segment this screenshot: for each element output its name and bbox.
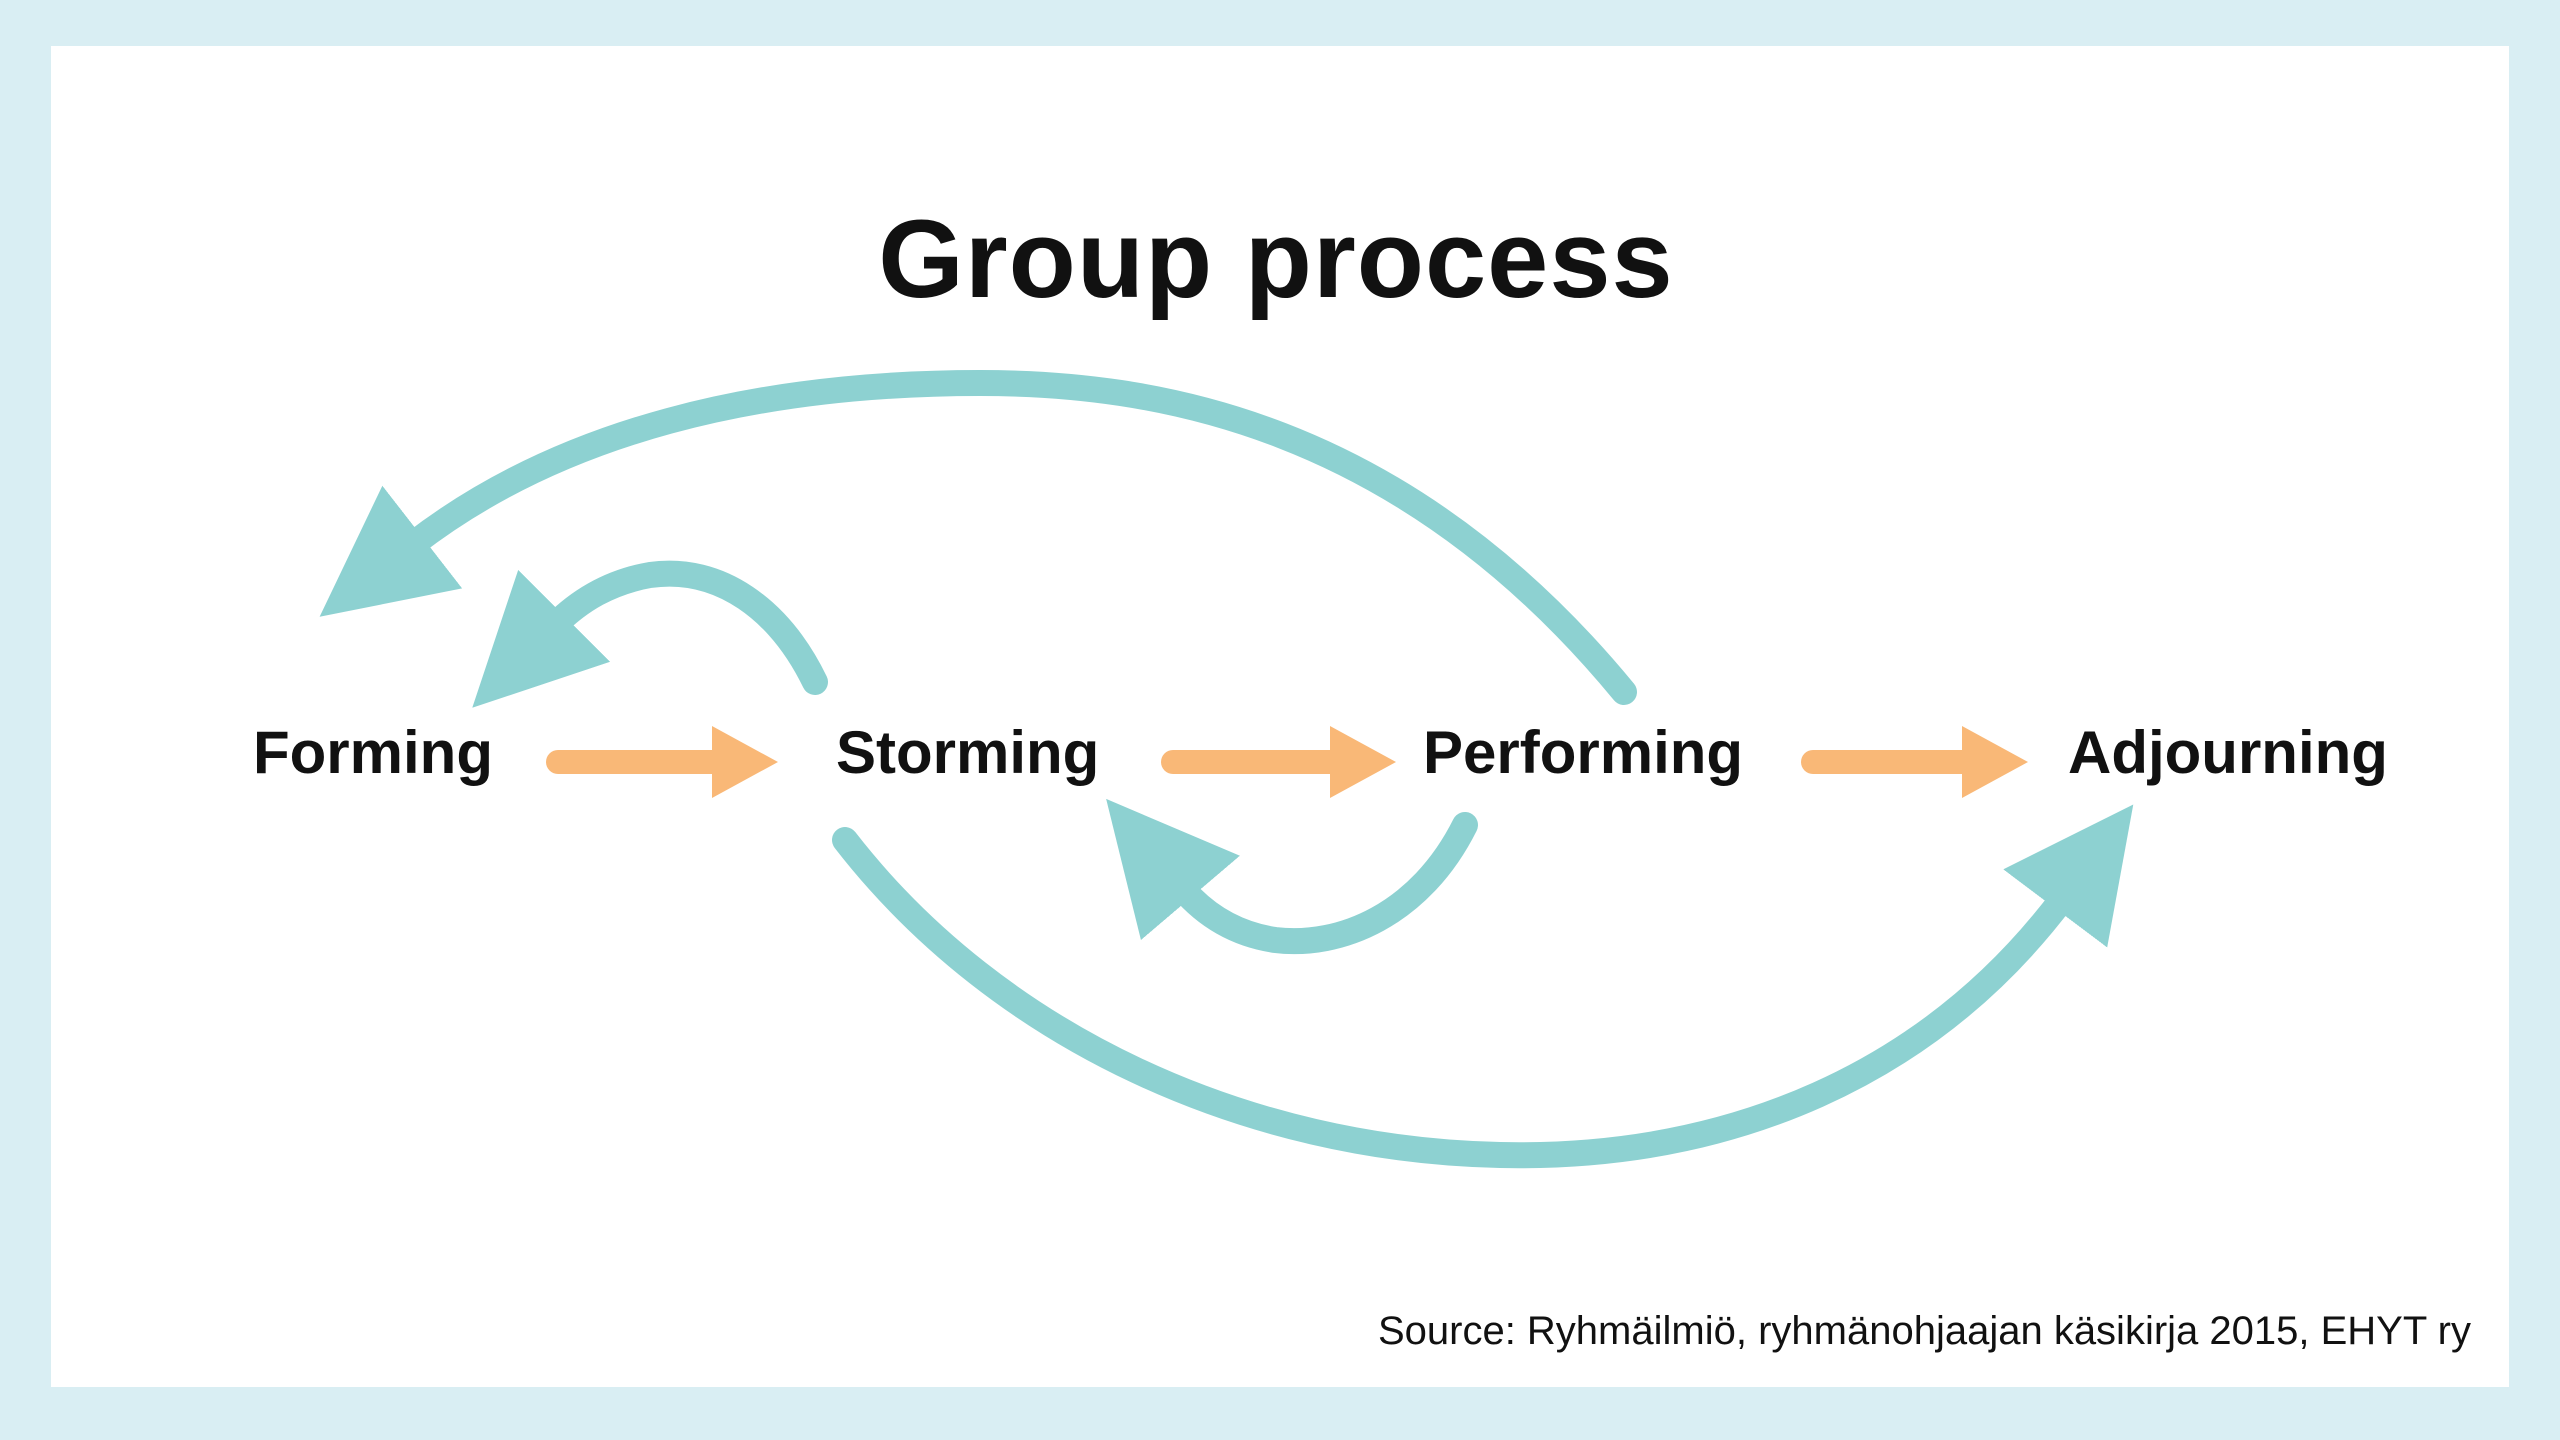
stage-forming: Forming: [253, 719, 493, 786]
source-citation: Source: Ryhmäilmiö, ryhmänohjaajan käsik…: [1377, 1309, 2471, 1353]
diagram-title: Group process: [878, 198, 1674, 321]
slide: Group process Forming Storming Performin…: [51, 46, 2509, 1387]
stage-adjourning: Adjourning: [2068, 719, 2388, 786]
arrow-performing-to-storming: [1106, 798, 1478, 955]
arrow-storming-to-forming: [472, 560, 828, 708]
stage-performing: Performing: [1423, 719, 1744, 786]
stage-storming: Storming: [836, 719, 1100, 786]
arrow-storming-to-adjourning: [832, 804, 2134, 1169]
arrow-performing-to-adjourning: [1801, 726, 2028, 798]
arrow-performing-to-forming: [319, 369, 1637, 705]
arrow-storming-to-performing: [1161, 726, 1396, 798]
arrow-forming-to-storming: [546, 726, 778, 798]
